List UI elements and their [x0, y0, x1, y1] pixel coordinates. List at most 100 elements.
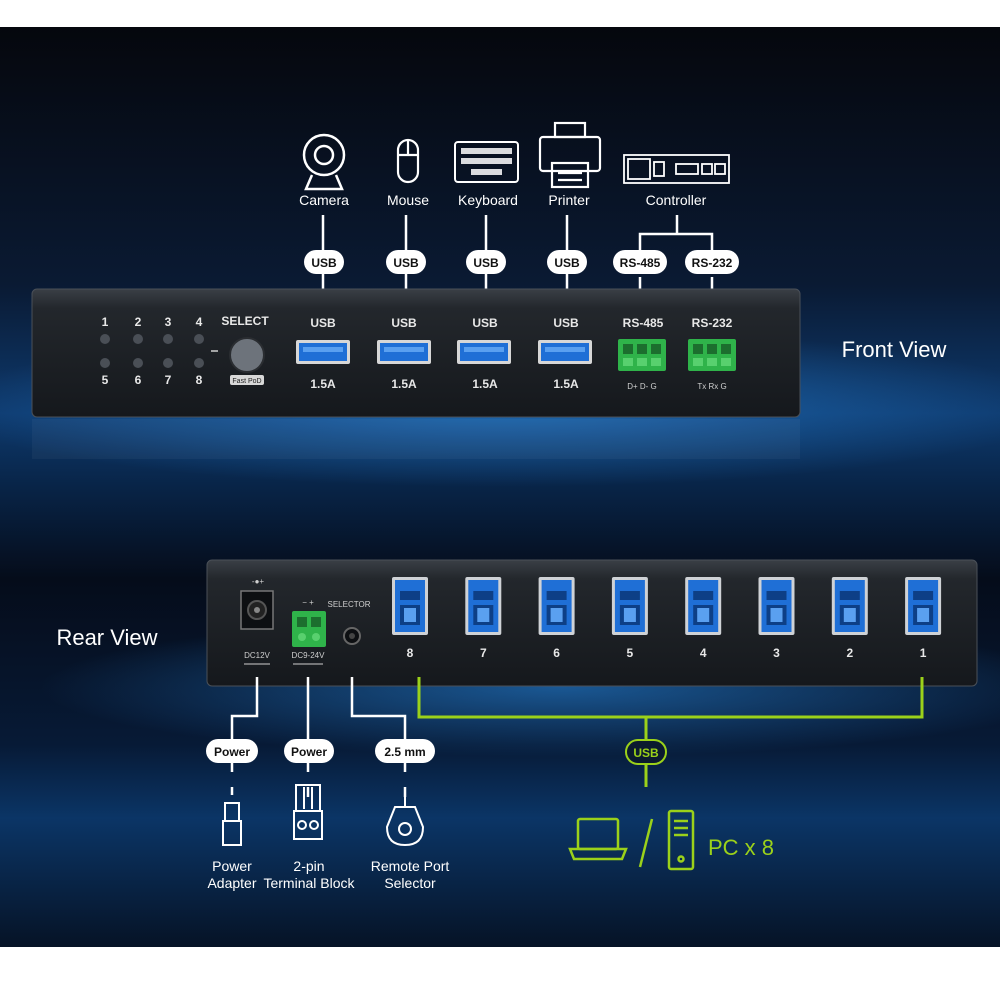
svg-text:Power: Power — [291, 745, 327, 759]
product-diagram: Camera Mouse Keyboard Printer Controller… — [0, 27, 1000, 947]
pill-rs485: RS-485 — [613, 250, 667, 274]
svg-text:6: 6 — [135, 373, 142, 387]
rear-view-title: Rear View — [56, 625, 157, 650]
dc-jack[interactable]: -●+ DC12V — [240, 577, 274, 665]
svg-text:USB: USB — [391, 316, 417, 330]
svg-text:USB: USB — [554, 256, 580, 270]
pill-usb-2: USB — [386, 250, 426, 274]
front-panel: 1 2 3 4 5 6 7 8 SELECT Fast PoD USB 1.5A — [31, 288, 801, 418]
device-label-printer: Printer — [548, 192, 590, 208]
svg-text:− +: − + — [302, 598, 314, 607]
rear-usb-ports: 8 7 6 5 4 3 2 1 — [392, 577, 942, 660]
device-label-keyboard: Keyboard — [458, 192, 518, 208]
caption-adapter-2: Adapter — [207, 875, 256, 891]
device-label-camera: Camera — [299, 192, 349, 208]
svg-text:USB: USB — [311, 256, 337, 270]
svg-text:4: 4 — [196, 315, 203, 329]
svg-text:USB: USB — [473, 256, 499, 270]
svg-text:RS-232: RS-232 — [692, 256, 733, 270]
pill-usb-1: USB — [304, 250, 344, 274]
caption-remote-2: Selector — [384, 875, 436, 891]
svg-text:2: 2 — [135, 315, 142, 329]
front-rs232-port[interactable]: RS-232 Tx Rx G — [688, 316, 736, 391]
svg-text:RS-485: RS-485 — [623, 316, 664, 330]
terminal-block-icon — [293, 784, 323, 840]
rear-usb-port-number: 3 — [773, 646, 780, 660]
device-label-controller: Controller — [646, 192, 707, 208]
front-usb-port-3[interactable]: USB 1.5A — [457, 316, 511, 391]
rear-usb-port-8[interactable]: 8 — [392, 577, 428, 660]
pill-usb-4: USB — [547, 250, 587, 274]
svg-text:8: 8 — [196, 373, 203, 387]
svg-text:1.5A: 1.5A — [391, 377, 417, 391]
svg-text:2.5 mm: 2.5 mm — [384, 745, 425, 759]
rear-usb-port-4[interactable]: 4 — [685, 577, 722, 660]
rear-usb-port-number: 4 — [700, 646, 707, 660]
svg-text:1: 1 — [102, 315, 109, 329]
pill-power-terminal: Power — [284, 739, 334, 763]
svg-text:DC12V: DC12V — [244, 651, 270, 660]
rear-terminal-block[interactable]: − + DC9-24V — [292, 598, 326, 665]
pill-power-adapter: Power — [206, 739, 258, 763]
caption-terminal-2: Terminal Block — [263, 875, 355, 891]
select-label: SELECT — [221, 314, 269, 328]
rear-usb-port-7[interactable]: 7 — [465, 577, 502, 660]
led-grid: 1 2 3 4 5 6 7 8 — [100, 315, 218, 387]
desktop-tower-icon — [667, 809, 695, 871]
svg-text:5: 5 — [102, 373, 109, 387]
power-adapter-icon — [222, 802, 242, 846]
svg-text:Power: Power — [214, 745, 250, 759]
svg-text:7: 7 — [165, 373, 172, 387]
front-usb-port-4[interactable]: USB 1.5A — [538, 316, 592, 391]
selector-jack[interactable]: SELECTOR — [328, 600, 371, 645]
pill-usb-3: USB — [466, 250, 506, 274]
rear-usb-port-number: 1 — [920, 646, 927, 660]
pill-usb-pc: USB — [625, 739, 667, 765]
svg-text:1.5A: 1.5A — [553, 377, 579, 391]
rear-usb-port-6[interactable]: 6 — [538, 577, 575, 660]
front-view-title: Front View — [842, 337, 947, 362]
svg-text:USB: USB — [393, 256, 419, 270]
svg-text:SELECTOR: SELECTOR — [328, 600, 371, 609]
printer-icon — [538, 121, 602, 189]
svg-text:USB: USB — [553, 316, 579, 330]
front-reflection — [32, 419, 800, 459]
slash-divider — [638, 818, 654, 868]
svg-text:RS-485: RS-485 — [620, 256, 661, 270]
rear-usb-port-number: 5 — [627, 646, 634, 660]
svg-text:USB: USB — [472, 316, 498, 330]
svg-text:USB: USB — [310, 316, 336, 330]
keyboard-icon — [454, 141, 519, 183]
rear-usb-port-number: 8 — [407, 646, 414, 660]
mouse-icon — [396, 138, 420, 184]
svg-text:1.5A: 1.5A — [310, 377, 336, 391]
remote-selector-icon — [385, 797, 425, 847]
select-badge — [230, 375, 264, 385]
rear-usb-port-2[interactable]: 2 — [831, 577, 868, 660]
svg-text:Tx Rx G: Tx Rx G — [697, 382, 726, 391]
pill-2-5mm: 2.5 mm — [375, 739, 435, 763]
svg-text:RS-232: RS-232 — [692, 316, 733, 330]
svg-text:USB: USB — [633, 746, 659, 760]
rear-usb-port-5[interactable]: 5 — [611, 577, 648, 660]
caption-remote-1: Remote Port — [371, 858, 450, 874]
front-rs485-port[interactable]: RS-485 D+ D- G — [618, 316, 666, 391]
rear-usb-port-number: 2 — [846, 646, 853, 660]
front-usb-port-2[interactable]: USB 1.5A — [377, 316, 431, 391]
caption-terminal-1: 2-pin — [293, 858, 324, 874]
rear-usb-port-number: 7 — [480, 646, 487, 660]
camera-icon — [302, 133, 346, 191]
pill-rs232: RS-232 — [685, 250, 739, 274]
select-button[interactable] — [229, 337, 265, 373]
rear-usb-port-1[interactable]: 1 — [905, 577, 942, 660]
diagram-canvas: Camera Mouse Keyboard Printer Controller… — [0, 121, 1000, 891]
rear-panel: -●+ DC12V − + DC9-24V SELECTOR 8 7 6 5 4 3 2 1 — [206, 559, 978, 687]
device-label-mouse: Mouse — [387, 192, 429, 208]
caption-adapter-1: Power — [212, 858, 252, 874]
pc-count-label: PC x 8 — [708, 835, 774, 860]
svg-text:DC9-24V: DC9-24V — [292, 651, 326, 660]
front-usb-port-1[interactable]: USB 1.5A — [296, 316, 350, 391]
laptop-icon — [568, 817, 628, 861]
svg-text:D+ D- G: D+ D- G — [627, 382, 657, 391]
rear-usb-port-3[interactable]: 3 — [758, 577, 795, 660]
